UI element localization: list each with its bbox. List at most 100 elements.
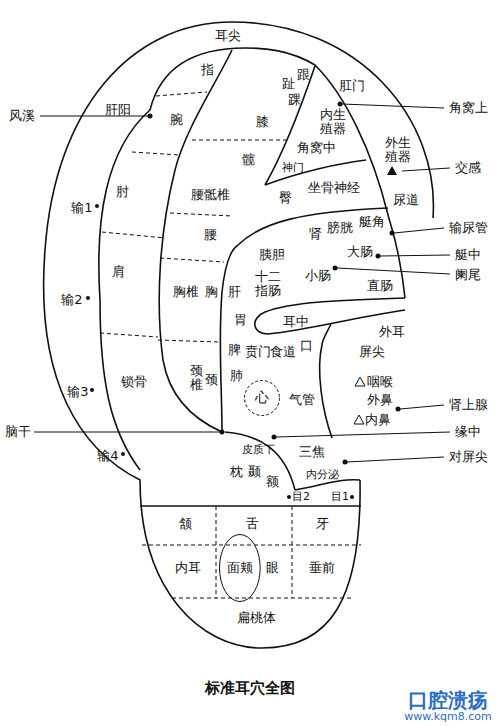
lobe-grid-line xyxy=(292,506,293,598)
acupoint-label: 对屏尖 xyxy=(449,450,488,464)
acupoint-label: 臀 xyxy=(279,191,292,205)
acupoint-label: 踝 xyxy=(288,93,301,107)
leader-line xyxy=(337,268,450,274)
acupoint-label: 肺 xyxy=(230,369,243,383)
acupoint-label: 外生殖器 xyxy=(385,136,411,165)
acupoint-label: 输4 xyxy=(97,449,118,463)
acupoint-label: 肛门 xyxy=(339,79,365,93)
node-text: 面颊 xyxy=(227,561,253,575)
acupoint-label: 枕 xyxy=(230,465,243,479)
leader-line xyxy=(276,432,450,437)
caption: 标准耳穴全图 xyxy=(205,680,295,697)
acupoint-label: 腰骶椎 xyxy=(191,188,230,202)
acupoint-label: 咽喉 xyxy=(367,375,393,389)
leader-line xyxy=(40,116,148,117)
acupoint-label: 耳中 xyxy=(283,315,309,329)
acupoint-label: 膝 xyxy=(256,115,269,129)
acupoint-label: 耳尖 xyxy=(215,29,241,43)
point-dot xyxy=(220,430,225,435)
acupoint-label: 扁桃体 xyxy=(237,611,276,625)
acupoint-label: 目1 xyxy=(331,491,349,503)
acupoint-label: 皮质下 xyxy=(242,444,275,456)
open-triangle xyxy=(354,415,364,424)
region-divider xyxy=(158,340,220,342)
node-text: 心 xyxy=(255,390,269,405)
heart-circle: 心 xyxy=(244,380,280,416)
acupoint-label: 十二指肠 xyxy=(255,270,281,299)
acupoint-label: 肾上腺 xyxy=(449,398,488,412)
leader-line xyxy=(394,228,444,233)
point-dot xyxy=(90,388,94,392)
acupoint-label: 腰 xyxy=(204,228,217,242)
acupoint-label: 气管 xyxy=(289,393,315,407)
acupoint-label: 角窝中 xyxy=(297,141,336,155)
helix-inner-edge xyxy=(99,48,405,470)
filled-triangle xyxy=(387,166,397,175)
point-dot xyxy=(390,231,395,236)
acupoint-label: 直肠 xyxy=(367,279,393,293)
acupoint-label: 眼 xyxy=(266,561,279,575)
acupoint-label: 胸椎 xyxy=(173,285,199,299)
circle-outline xyxy=(245,381,280,416)
region-divider xyxy=(132,152,180,155)
acupoint-label: 髋 xyxy=(242,153,255,167)
antitragus-edge xyxy=(225,432,295,490)
acupoint-label: 颔 xyxy=(179,517,192,531)
acupoint-label: 肝阳 xyxy=(105,103,131,117)
acupoint-label: 大肠 xyxy=(347,245,373,259)
ellipse-outline xyxy=(220,535,261,602)
leader-line xyxy=(380,255,450,256)
acupoint-label: 阑尾 xyxy=(455,268,481,282)
point-dot xyxy=(396,407,401,412)
superior-crus-edge xyxy=(265,66,315,185)
acupoint-label: 食道 xyxy=(270,345,296,359)
acupoint-label: 屏尖 xyxy=(359,345,385,359)
acupoint-label: 内耳 xyxy=(175,561,201,575)
acupoint-label: 内分泌 xyxy=(306,469,339,481)
inferior-crus-lower-edge xyxy=(238,208,388,245)
watermark: www.kqm8.com xyxy=(404,711,492,723)
point-dot xyxy=(338,102,343,107)
point-dot xyxy=(287,495,291,499)
acupoint-label: 跟 xyxy=(297,68,310,82)
lobe-grid-line xyxy=(216,506,217,598)
region-divider xyxy=(156,92,207,96)
acupoint-label: 锁骨 xyxy=(121,375,147,389)
acupoint-label: 腕 xyxy=(170,113,183,127)
acupoint-label: 肝 xyxy=(228,285,241,299)
open-triangle xyxy=(355,377,365,386)
acupoint-label: 牙 xyxy=(316,517,329,531)
acupoint-label: 小肠 xyxy=(305,269,331,283)
acupoint-label: 内鼻 xyxy=(365,413,391,427)
antihelix-inner-edge xyxy=(220,245,238,432)
acupoint-label: 口 xyxy=(300,339,313,353)
acupoint-label: 艇角 xyxy=(359,215,385,229)
acupoint-label: 肘 xyxy=(116,185,129,199)
acupoint-label: 胰胆 xyxy=(259,248,285,262)
acupoint-label: 脾 xyxy=(228,343,241,357)
cheek-ellipse: 面颊 xyxy=(219,534,261,602)
acupoint-label: 舌 xyxy=(246,517,259,531)
acupoint-label: 风溪 xyxy=(9,109,35,123)
region-divider xyxy=(192,140,286,141)
acupoint-label: 肩 xyxy=(112,265,125,279)
leader-line xyxy=(402,168,450,171)
leader-line xyxy=(347,457,444,462)
acupoint-label: 外鼻 xyxy=(367,393,393,407)
acupoint-label: 角窝上 xyxy=(449,101,488,115)
point-dot xyxy=(95,204,99,208)
watermark: 口腔溃疡 xyxy=(408,689,488,711)
acupoint-label: 输3 xyxy=(67,385,88,399)
acupoint-label: 贲门 xyxy=(245,345,271,359)
acupoint-label: 输2 xyxy=(61,293,82,307)
leader-line xyxy=(34,432,220,433)
region-divider xyxy=(100,333,158,337)
region-divider xyxy=(170,213,232,216)
point-dot xyxy=(272,435,277,440)
region-divider xyxy=(102,232,165,238)
leader-line xyxy=(342,104,444,108)
acupoint-label: 输1 xyxy=(71,201,92,215)
lobe-grid-line xyxy=(172,598,352,599)
acupoint-label: 指 xyxy=(201,63,214,77)
